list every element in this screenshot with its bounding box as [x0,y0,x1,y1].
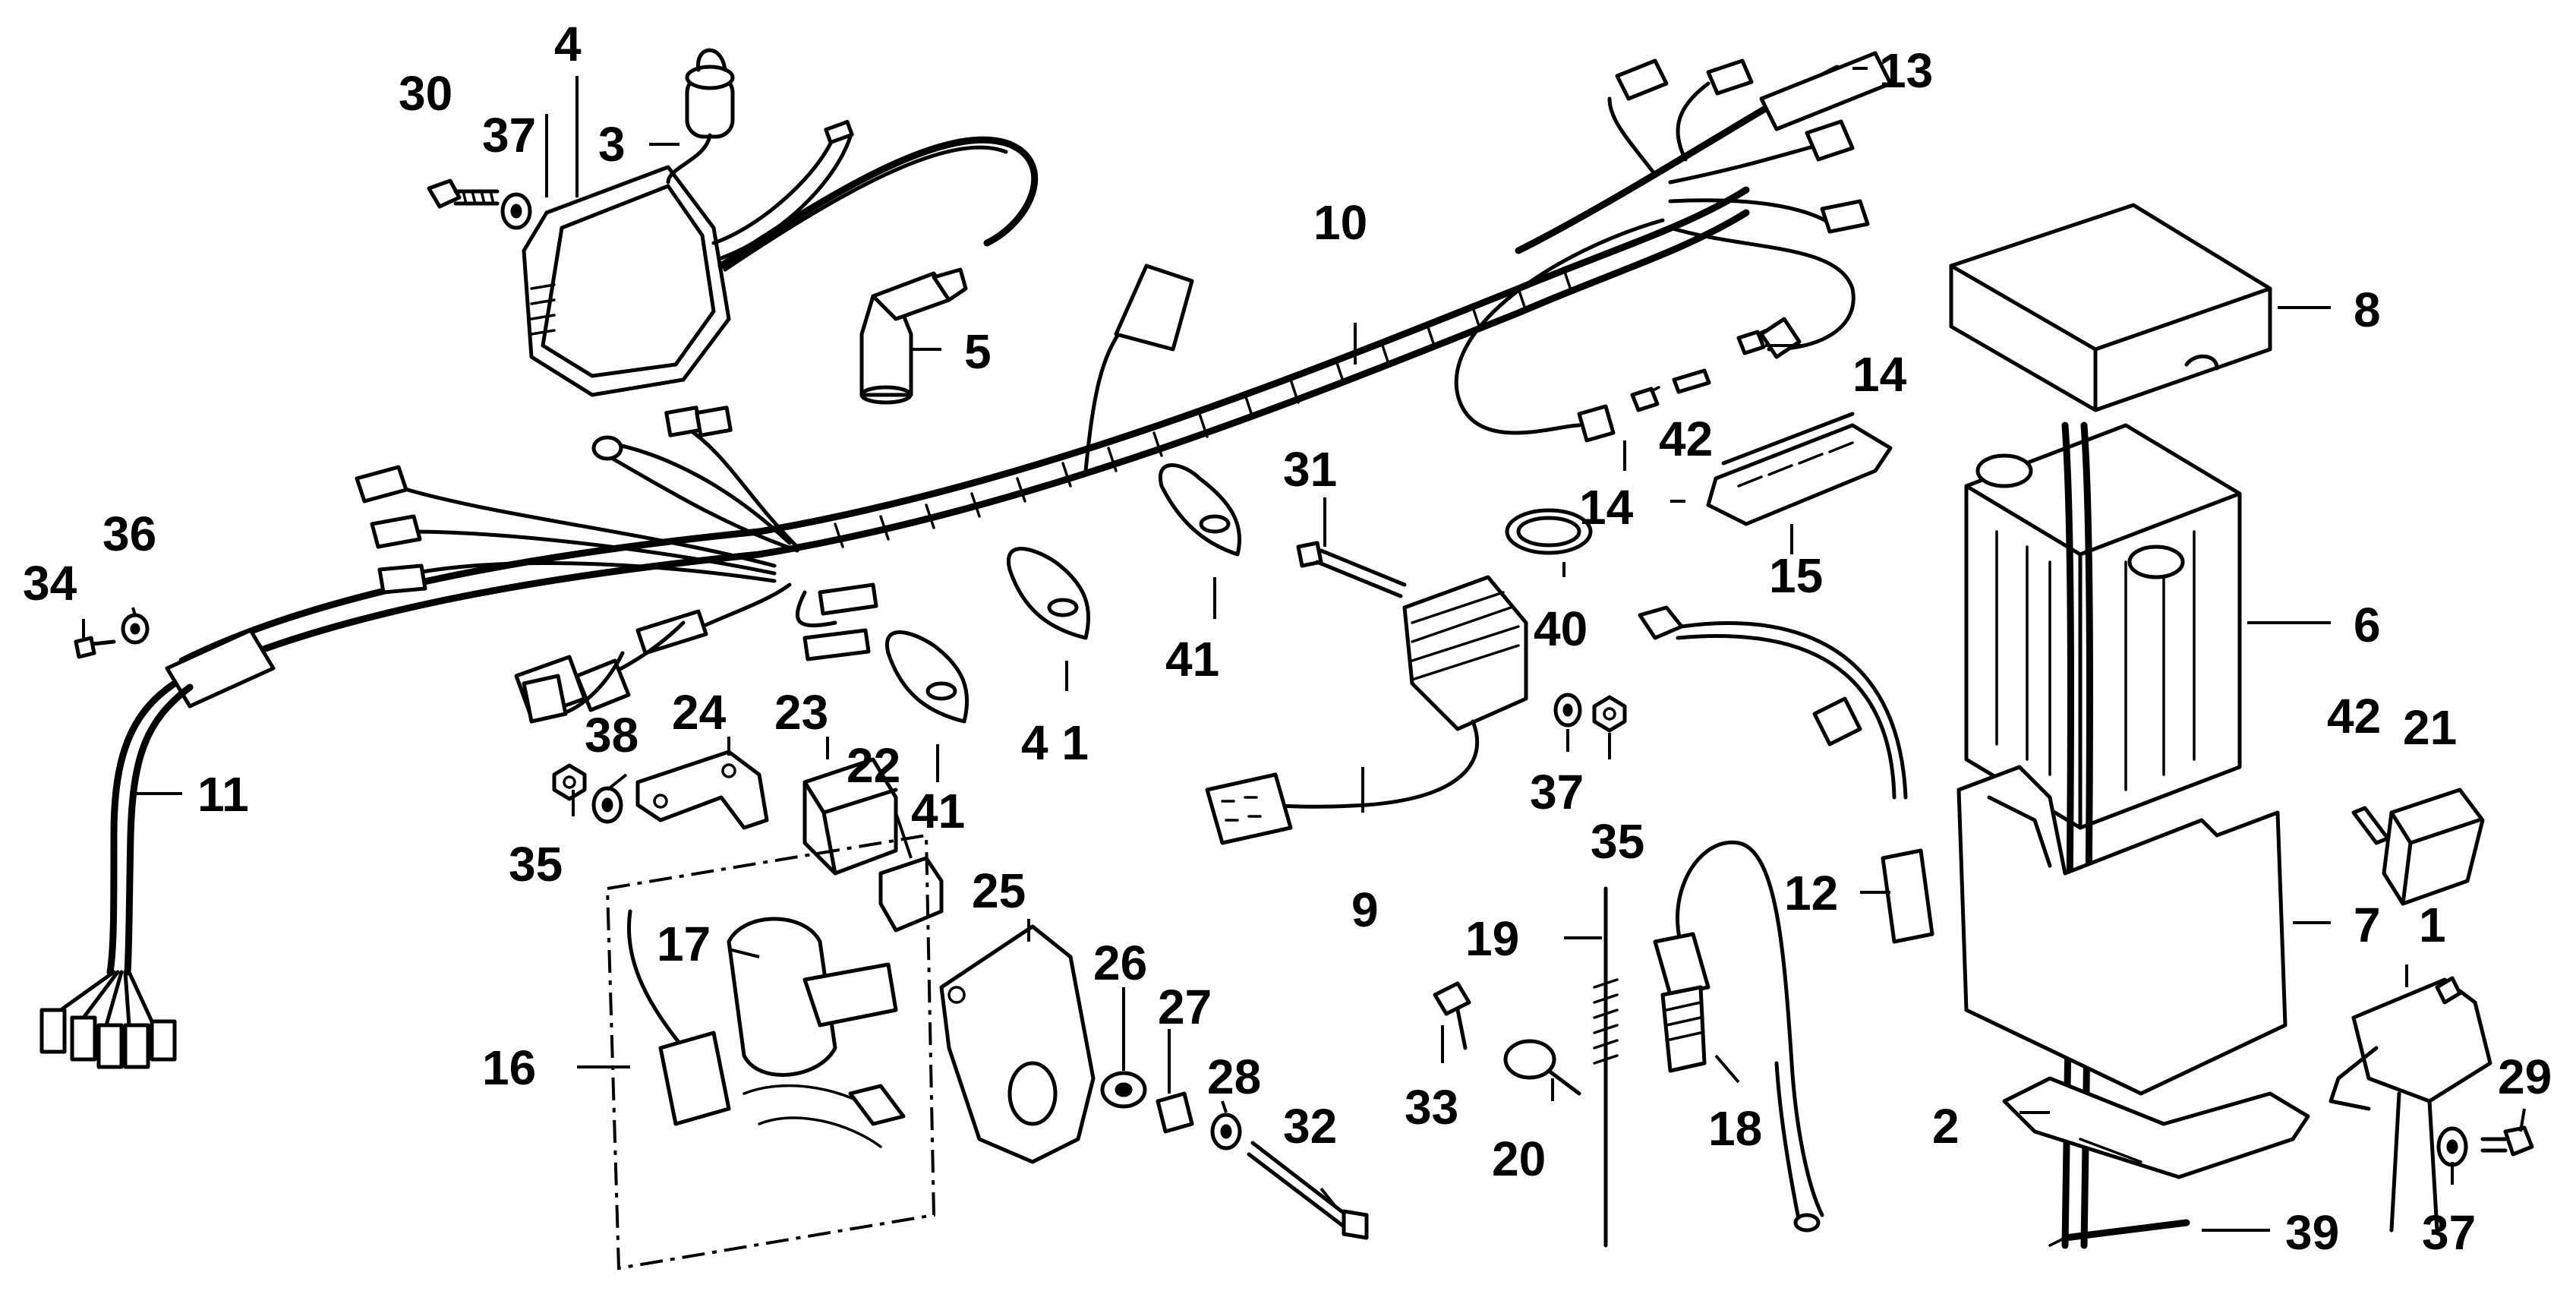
label-23: 23 [774,685,828,740]
label-10: 10 [1313,195,1367,250]
label-37-right: 37 [2422,1205,2476,1260]
label-40: 40 [1534,601,1588,656]
rubber-mount-41-low-drawing [884,630,970,724]
spark-plug-cap-5-drawing [859,267,968,405]
label-37-top: 37 [482,108,536,163]
bracket-24-drawing [635,750,769,830]
bolt-32-drawing [1247,1141,1369,1240]
terminal-14-drawing [1630,329,1767,412]
sensor-18-drawing [1653,840,1824,1233]
washer-37-center-drawing [1553,693,1582,728]
label-2: 2 [1932,1099,1960,1154]
label-12: 12 [1784,866,1838,920]
label-1: 1 [2419,898,2446,952]
fuse-holder-15-drawing [1706,412,1893,526]
label-6: 6 [2354,598,2381,652]
label-35-left: 35 [509,837,563,892]
washer-37-top-drawing [500,192,532,230]
label-31: 31 [1283,442,1337,497]
clamp-20-drawing [1503,1039,1581,1096]
mounting-plate-25-drawing [939,924,1096,1164]
bolt-29-drawing [2480,1125,2534,1157]
condenser-3-drawing [666,48,735,185]
label-14-mid: 14 [1579,480,1634,535]
label-25: 25 [972,863,1026,918]
label-5: 5 [964,324,992,379]
nut-35-left-drawing [552,763,587,801]
label-35-center: 35 [1591,814,1644,869]
clip-40-drawing [1505,508,1593,555]
tube-42-top-drawing [1672,368,1711,394]
main-wire-harness-10-drawing [178,186,1750,724]
label-4: 4 [554,17,582,71]
ignition-switch-16-assembly-drawing [605,833,936,1270]
label-16: 16 [482,1040,536,1095]
label-19: 19 [1465,911,1519,966]
bushing-26-drawing [1100,1071,1147,1109]
label-7: 7 [2354,898,2381,952]
label-17: 17 [657,917,711,971]
part-labels: 1 2 3 4 5 6 7 8 9 10 11 12 13 14 14 15 1… [23,17,2552,1260]
cdi-unit-4-drawing [522,119,1039,397]
screw-34-drawing [74,636,116,659]
label-41-low: 41 [911,784,965,838]
nut-35-center-drawing [1592,695,1627,733]
label-36: 36 [102,507,156,561]
sub-harness-13-drawing [1454,51,1893,443]
label-33: 33 [1405,1080,1458,1135]
tube-42-right-drawing [2351,806,2390,845]
label-30: 30 [399,66,452,121]
bolt-31-drawing [1296,541,1407,598]
label-11: 11 [197,767,249,822]
label-9: 9 [1351,882,1379,937]
rubber-mount-41-top-drawing [1158,463,1242,557]
label-39: 39 [2285,1205,2339,1260]
battery-cover-8-drawing [1949,203,2272,412]
label-15: 15 [1769,548,1823,603]
label-8: 8 [2354,283,2381,337]
label-41-mid: 4 1 [1021,715,1089,770]
washer-37-right-drawing [2436,1126,2468,1167]
label-3: 3 [598,117,626,172]
label-14-top: 14 [1852,347,1907,402]
battery-tray-2-drawing [2002,1076,2310,1179]
rubber-mount-41-mid-drawing [1006,547,1091,640]
battery-case-7-drawing [1956,765,2288,1096]
label-42-right: 42 [2327,689,2381,743]
bolt-30-drawing [427,178,500,209]
label-37-center: 37 [1530,765,1584,819]
label-27: 27 [1158,980,1212,1034]
label-21: 21 [2403,700,2457,755]
regulator-9-drawing [1205,575,1528,845]
battery-band-39-drawing [2048,1219,2190,1247]
label-28: 28 [1207,1050,1261,1104]
sub-harness-11-drawing [39,628,276,1069]
washer-28-drawing [1210,1113,1242,1151]
label-41-top: 41 [1165,632,1219,687]
washer-38-drawing [591,786,623,824]
label-42-top: 42 [1659,412,1713,466]
label-20: 20 [1492,1132,1546,1186]
label-24: 24 [672,685,727,740]
label-13: 13 [1879,43,1933,98]
spring-19-drawing [1593,886,1619,1248]
label-29: 29 [2498,1050,2552,1104]
label-38: 38 [585,708,638,762]
leader-lines [82,67,2526,1232]
screw-33-drawing [1433,981,1471,1050]
relay-21-drawing [2382,788,2485,906]
washer-36-drawing [121,613,150,645]
collar-27-drawing [1156,1091,1194,1134]
label-18: 18 [1708,1101,1762,1156]
wire-12-drawing [1638,605,1934,944]
switch-1-drawing [2328,976,2492,1233]
relay-22-drawing [878,856,944,933]
label-26: 26 [1093,936,1147,990]
label-32: 32 [1283,1099,1337,1154]
battery-6-drawing [1964,421,2242,1249]
label-34: 34 [23,556,77,611]
label-22: 22 [847,738,900,793]
